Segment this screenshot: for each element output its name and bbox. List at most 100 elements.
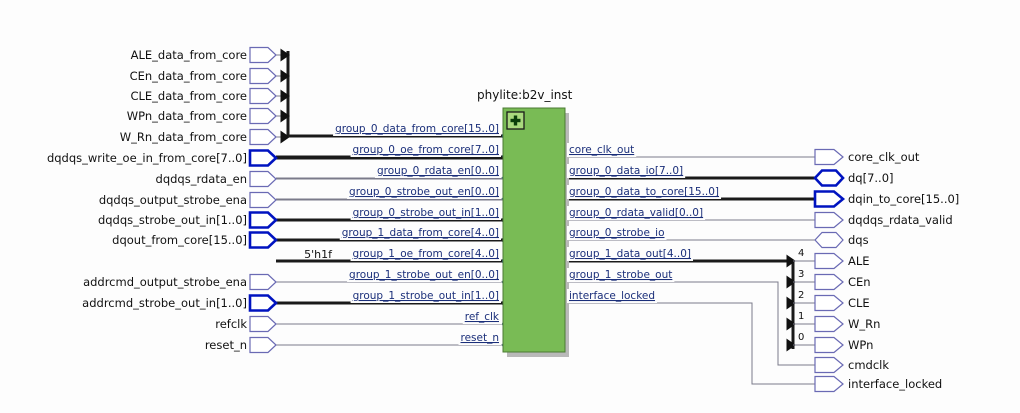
- output-port-label-interface-locked: interface_locked: [848, 377, 942, 391]
- net-label-group: ref_clk: [462, 310, 502, 324]
- module-left-port-label-group-0-rdata-en-0-0: group_0_rdata_en[0..0]: [377, 165, 499, 177]
- output-port-core-clk-out[interactable]: [814, 148, 844, 166]
- net-label-backing: [350, 143, 501, 157]
- junction-w-rn-data-from-core: [280, 130, 290, 144]
- module-right-port-label-group-0-strobe-io: group_0_strobe_io: [569, 227, 665, 239]
- net-label-backing: [567, 206, 706, 220]
- port-symbol-layer[interactable]: [248, 46, 846, 393]
- net-label-group: group_1_strobe_out: [567, 268, 675, 282]
- net-label-group: group_1_strobe_out_en[0..0]: [347, 268, 501, 282]
- input-port-cle-data-from-core[interactable]: [249, 87, 277, 105]
- input-port-label-ale-data-from-core: ALE_data_from_core: [131, 48, 247, 62]
- output-port-label-core-clk-out: core_clk_out: [848, 150, 920, 164]
- input-port-cen-data-from-core[interactable]: [249, 67, 277, 85]
- input-port-wpn-data-from-core[interactable]: [249, 107, 277, 125]
- input-port-refclk[interactable]: [249, 315, 277, 333]
- input-port-label-cle-data-from-core: CLE_data_from_core: [130, 89, 247, 103]
- output-port-label-cle: CLE: [848, 296, 870, 310]
- input-port-dqdqs-write-oe-in-from-core-7-0[interactable]: [248, 149, 278, 167]
- split-junction-cle: [786, 296, 796, 310]
- module-title: phylite:b2v_inst: [477, 88, 573, 102]
- output-port-dqin-to-core-15-0[interactable]: [813, 190, 846, 208]
- module-right-port-label-group-0-rdata-valid-0-0: group_0_rdata_valid[0..0]: [569, 207, 703, 219]
- module-left-port-label-group-1-strobe-out-in-1-0: group_1_strobe_out_in[1..0]: [353, 290, 499, 302]
- module-right-port-label-group-0-data-io-7-0: group_0_data_io[7..0]: [569, 165, 683, 177]
- input-port-label-addrcmd-output-strobe-ena: addrcmd_output_strobe_ena: [83, 275, 247, 289]
- output-port-w-rn[interactable]: [814, 315, 844, 333]
- net-label-group: group_0_oe_from_core[7..0]: [350, 143, 501, 157]
- input-port-dqdqs-output-strobe-ena[interactable]: [249, 191, 277, 209]
- input-port-label-dqout-from-core-15-0: dqout_from_core[15..0]: [112, 233, 247, 247]
- net-label-group: group_0_strobe_out_en[0..0]: [347, 185, 501, 199]
- output-port-label-w-rn: W_Rn: [848, 317, 880, 331]
- output-port-label-dq-7-0: dq[7..0]: [848, 171, 894, 185]
- input-port-addrcmd-output-strobe-ena[interactable]: [249, 273, 277, 291]
- net-label-backing: [350, 289, 501, 303]
- input-port-dqdqs-rdata-en[interactable]: [249, 170, 277, 188]
- output-port-dqs[interactable]: [814, 231, 844, 249]
- net-label-backing: [333, 122, 501, 136]
- input-port-label-addrcmd-strobe-out-in-1-0: addrcmd_strobe_out_in[1..0]: [82, 296, 247, 310]
- net-label-backing: [347, 185, 501, 199]
- input-port-addrcmd-strobe-out-in-1-0[interactable]: [248, 294, 278, 312]
- module-block-layer: [502, 107, 569, 357]
- split-junction-ale: [786, 254, 796, 268]
- output-port-cen[interactable]: [814, 273, 844, 291]
- output-port-label-cmdclk: cmdclk: [848, 358, 889, 372]
- net-label-group: group_0_data_from_core[15..0]: [333, 122, 501, 136]
- output-port-ale[interactable]: [814, 252, 844, 270]
- bus-index-label-2: 2: [798, 290, 804, 301]
- net-label-group: group_0_data_io[7..0]: [567, 164, 686, 178]
- output-port-label-dqdqs-rdata-valid: dqdqs_rdata_valid: [848, 213, 953, 227]
- output-port-label-cen: CEn: [848, 275, 871, 289]
- net-label-group: group_1_oe_from_core[4..0]: [350, 247, 501, 261]
- input-port-label-dqdqs-output-strobe-ena: dqdqs_output_strobe_ena: [99, 193, 247, 207]
- split-junction-cen: [786, 275, 796, 289]
- output-port-label-dqs: dqs: [848, 233, 869, 247]
- module-left-port-label-group-0-strobe-out-in-1-0: group_0_strobe_out_in[1..0]: [353, 207, 499, 219]
- module-right-port-label-group-1-strobe-out: group_1_strobe_out: [569, 269, 672, 281]
- input-port-label-cen-data-from-core: CEn_data_from_core: [130, 69, 247, 83]
- module-block[interactable]: [502, 107, 566, 353]
- module-left-port-label-reset-n: reset_n: [461, 332, 500, 344]
- net-label-group: reset_n: [458, 331, 501, 345]
- bus-index-label-0: 0: [798, 332, 804, 343]
- module-right-port-label-group-1-data-out-4-0: group_1_data_out[4..0]: [569, 248, 691, 260]
- output-port-cle[interactable]: [814, 294, 844, 312]
- net-label-backing: [374, 164, 501, 178]
- output-port-label-ale: ALE: [848, 254, 870, 268]
- bus-index-label-4: 4: [798, 248, 804, 259]
- net-label-group: group_1_data_out[4..0]: [567, 247, 694, 261]
- module-left-port-label-group-1-strobe-out-en-0-0: group_1_strobe_out_en[0..0]: [349, 269, 499, 281]
- input-port-dqout-from-core-15-0[interactable]: [248, 231, 278, 249]
- module-right-port-label-core-clk-out: core_clk_out: [569, 144, 634, 156]
- input-port-w-rn-data-from-core[interactable]: [249, 128, 277, 146]
- net-label-backing: [567, 289, 658, 303]
- constant-value-label: 5'h1f: [304, 248, 333, 261]
- output-port-wpn[interactable]: [814, 336, 844, 354]
- net-label-backing: [347, 268, 501, 282]
- output-port-dq-7-0[interactable]: [813, 169, 845, 187]
- output-port-dqdqs-rdata-valid[interactable]: [814, 211, 844, 229]
- input-port-reset-n[interactable]: [249, 336, 277, 354]
- module-left-port-label-group-0-strobe-out-en-0-0: group_0_strobe_out_en[0..0]: [349, 186, 499, 198]
- output-port-label-wpn: WPn: [848, 338, 873, 352]
- input-port-label-refclk: refclk: [215, 317, 247, 331]
- bus-index-label-3: 3: [798, 269, 804, 280]
- output-port-interface-locked[interactable]: [814, 375, 844, 393]
- net-label-group: group_1_strobe_out_in[1..0]: [350, 289, 501, 303]
- junction-wpn-data-from-core: [280, 109, 290, 123]
- bus-index-label-1: 1: [798, 311, 804, 322]
- module-left-port-label-group-0-data-from-core-15-0: group_0_data_from_core[15..0]: [335, 123, 499, 135]
- net-label-backing: [567, 143, 637, 157]
- output-port-cmdclk[interactable]: [814, 356, 844, 374]
- net-label-backing: [350, 247, 501, 261]
- module-left-port-label-group-1-oe-from-core-4-0: group_1_oe_from_core[4..0]: [353, 248, 499, 260]
- input-port-dqdqs-strobe-out-in-1-0[interactable]: [248, 211, 278, 229]
- junction-ale-data-from-core: [280, 48, 290, 62]
- net-label-backing: [567, 164, 686, 178]
- input-port-label-dqdqs-rdata-en: dqdqs_rdata_en: [156, 172, 247, 186]
- input-port-ale-data-from-core[interactable]: [249, 46, 277, 64]
